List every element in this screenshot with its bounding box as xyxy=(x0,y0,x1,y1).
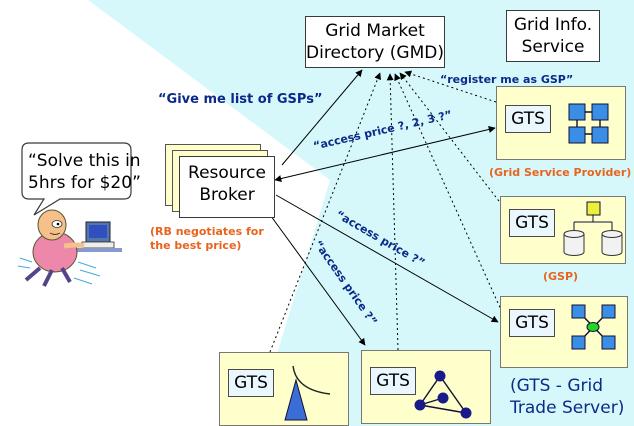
gis-line2: Service xyxy=(521,37,585,57)
gsp-label: (Grid Service Provider) xyxy=(489,166,632,179)
gts-label: GTS xyxy=(505,105,551,133)
broker-note-line2: the best price) xyxy=(150,239,242,252)
bottom-left-panel: GTS xyxy=(219,352,349,426)
gts-label: GTS xyxy=(509,209,555,237)
resource-broker-box: Resource Broker xyxy=(179,156,275,218)
line-broker-bottom-mid xyxy=(267,211,366,346)
gsp-panel-1: GTS xyxy=(496,86,626,160)
line-broker-gsp1 xyxy=(274,126,496,182)
gts-label: GTS xyxy=(370,367,416,395)
gts-label: GTS xyxy=(228,369,274,397)
gmd-line1: Grid Market xyxy=(325,21,425,41)
dotted-gsp1-gmd xyxy=(404,70,497,103)
message-give-list: “Give me list of GSPs” xyxy=(158,92,323,107)
grid-market-directory-box: Grid Market Directory (GMD) xyxy=(305,16,445,68)
broker-line2: Broker xyxy=(199,185,255,205)
dotted-bottom-mid-gmd xyxy=(386,73,399,351)
gts-label: GTS xyxy=(509,309,555,337)
message-register: “register me as GSP” xyxy=(440,73,574,86)
gts-full-line1: (GTS - Grid xyxy=(510,376,603,396)
gsp-short-label: (GSP) xyxy=(543,270,579,283)
line-broker-gsp3 xyxy=(275,194,499,323)
user-speech-line2: 5hrs for $20” xyxy=(28,173,141,193)
gts-full-line2: Trade Server) xyxy=(510,398,625,418)
grid-info-service-box: Grid Info. Service xyxy=(506,10,600,62)
gmd-line2: Directory (GMD) xyxy=(306,43,444,63)
gis-line1: Grid Info. xyxy=(513,15,593,35)
dotted-gsp3-gmd xyxy=(394,73,503,313)
broker-line1: Resource xyxy=(188,163,266,183)
broker-note-line1: (RB negotiates for xyxy=(150,225,264,238)
user-speech-line1: “Solve this in xyxy=(28,151,141,171)
